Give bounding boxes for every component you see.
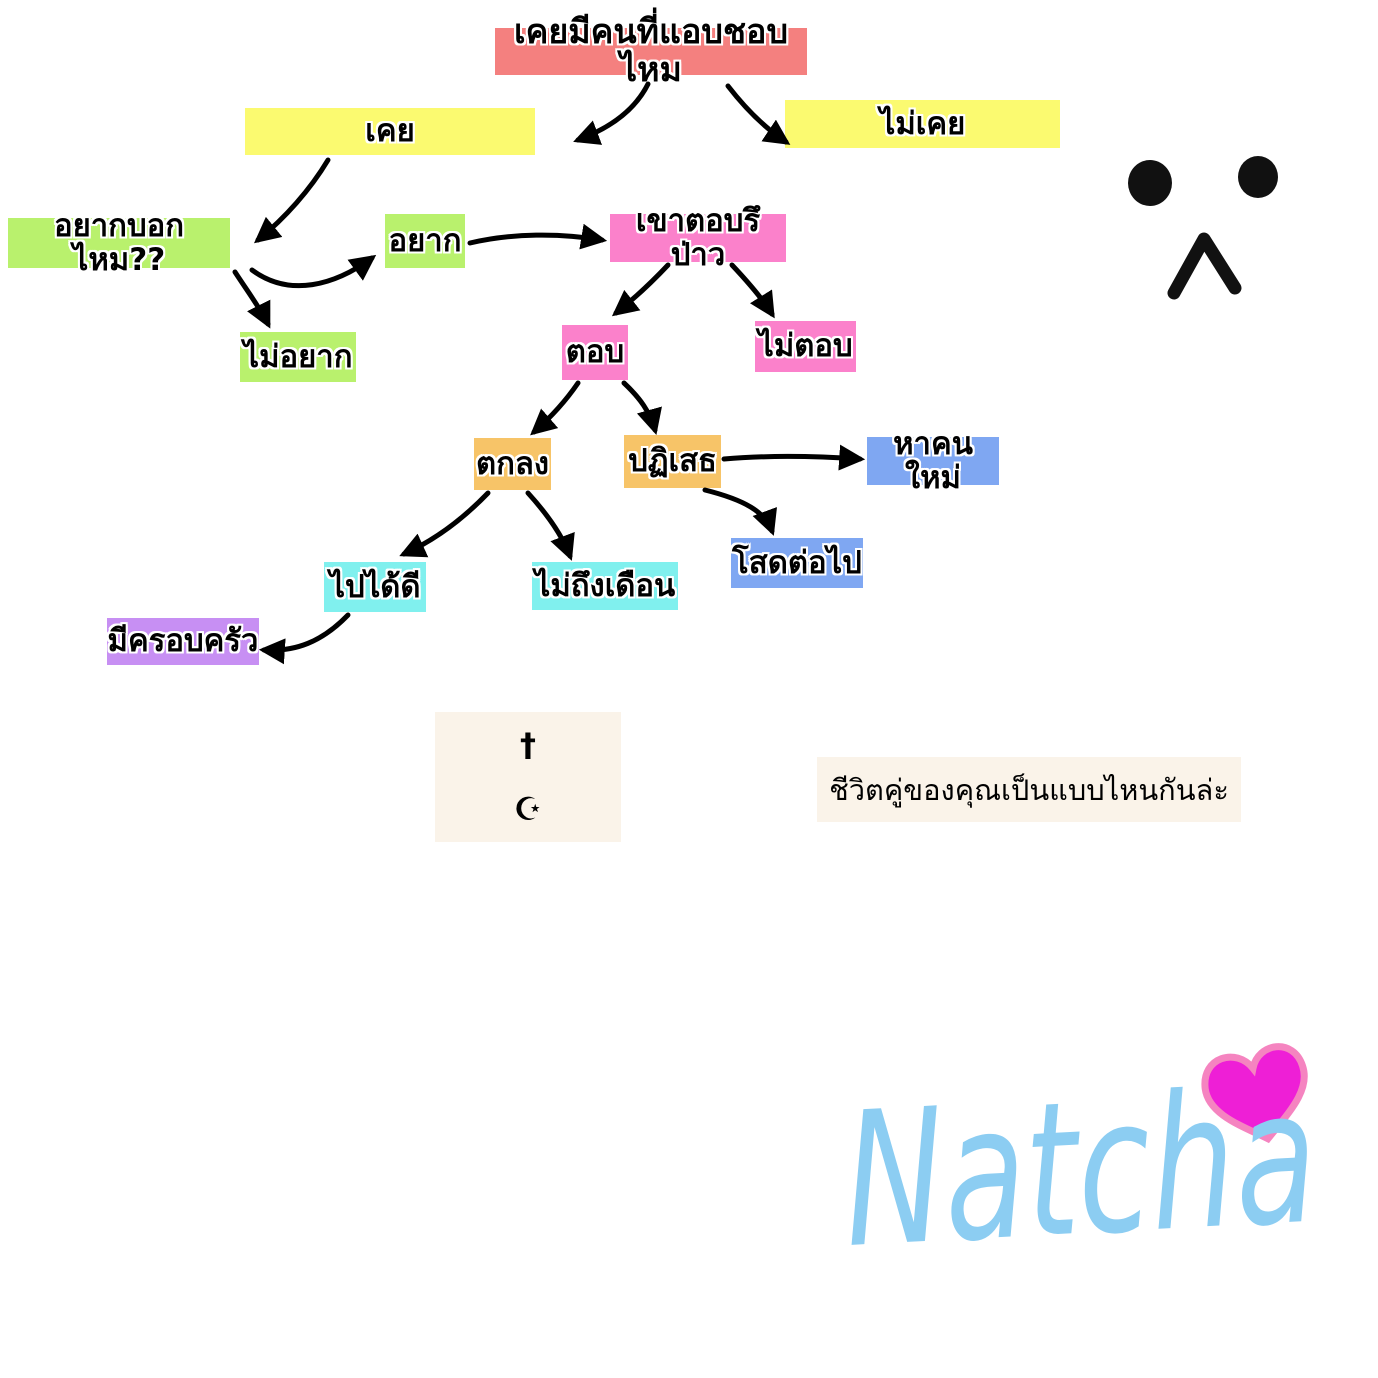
node-want: อยาก xyxy=(385,214,465,268)
node-root-question: เคยมีคนที่แอบชอบไหม xyxy=(495,13,807,88)
node-have-family: มีครอบครัว xyxy=(107,618,259,665)
face-caret-mouth xyxy=(1167,232,1242,300)
arrow-replyq-reply xyxy=(611,262,671,317)
node-going-well: ไปได้ดี xyxy=(324,562,426,612)
node-want-tell-question: อยากบอก ไหม?? xyxy=(8,209,230,277)
node-stay-single: โสดต่อไป xyxy=(731,538,863,588)
religion-symbols-card: † ☪ xyxy=(435,712,621,842)
cross-icon: † xyxy=(520,726,536,764)
signature-text: Natcha xyxy=(839,1049,1322,1289)
arrow-root-ever xyxy=(573,81,651,145)
node-find-new: หาคนใหม่ xyxy=(867,427,999,495)
face-left-eye xyxy=(1128,160,1172,206)
node-reply: ตอบ xyxy=(562,325,628,380)
node-no-reply: ไม่ตอบ xyxy=(755,321,856,372)
doodle-face xyxy=(1128,156,1278,300)
arrow-wanttell-want xyxy=(249,254,377,289)
node-never: ไม่เคย xyxy=(785,100,1060,148)
arrow-accept-goingwell xyxy=(399,490,491,558)
arrow-goingwell-havefamily xyxy=(258,612,351,665)
node-reject: ปฏิเสธ xyxy=(624,435,721,488)
node-reply-question: เขาตอบรึป่าว xyxy=(610,204,786,272)
star-crescent-icon: ☪ xyxy=(513,790,543,828)
arrow-reject-staysingle xyxy=(702,487,777,536)
heart-icon xyxy=(1201,1043,1308,1144)
arrow-reject-findnew xyxy=(721,444,866,471)
arrow-reply-reject xyxy=(621,380,662,436)
caption-card: ชีวิตคู่ของคุณเป็นแบบไหนกันล่ะ xyxy=(817,757,1241,822)
arrow-replyq-noreply xyxy=(729,262,775,319)
arrow-ever-wanttell xyxy=(253,157,331,244)
arrow-root-never xyxy=(725,83,791,145)
node-ever: เคย xyxy=(245,108,535,155)
arrow-reply-accept xyxy=(530,380,581,436)
face-right-eye xyxy=(1238,156,1278,198)
node-accept: ตกลง xyxy=(474,438,551,490)
node-not-want: ไม่อยาก xyxy=(240,332,356,382)
node-under-month: ไม่ถึงเดือน xyxy=(532,562,678,610)
arrow-want-replyq xyxy=(467,223,608,250)
arrow-accept-undermonth xyxy=(525,490,575,561)
arrow-wanttell-notwant xyxy=(232,269,271,329)
